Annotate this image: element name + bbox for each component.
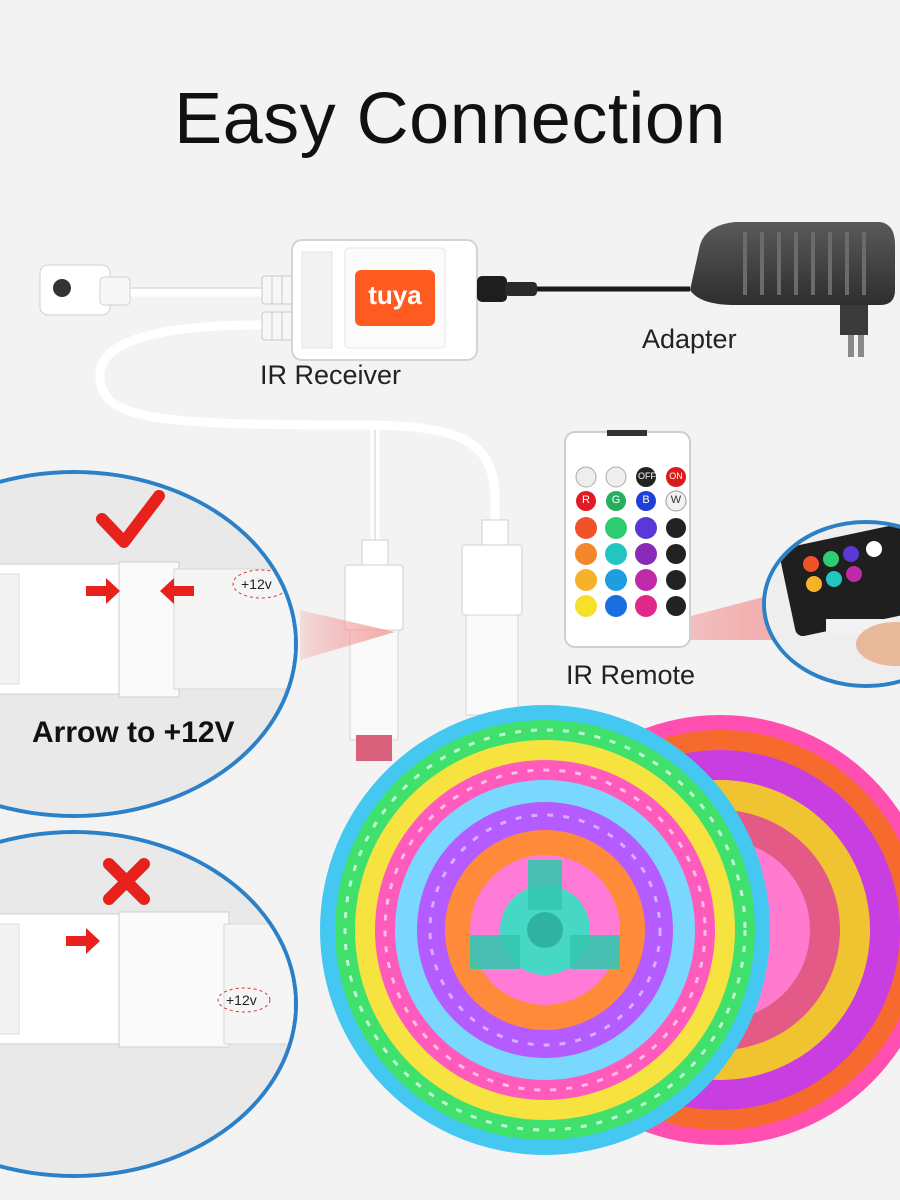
tuya-logo <box>355 270 435 326</box>
plus-12v-label-correct: +12v <box>241 576 272 592</box>
page-title: Easy Connection <box>174 79 726 159</box>
remote-g-label: G <box>611 494 621 506</box>
remote-b-label: B <box>642 494 650 506</box>
brand-label: tuya <box>368 280 422 310</box>
remote-in-hand-drawing <box>766 524 900 684</box>
remote-in-hand-zoom <box>762 520 900 688</box>
x-mark-icon <box>103 858 150 905</box>
remote-r-label: R <box>582 494 590 506</box>
correct-connection-drawing <box>0 474 294 814</box>
led-reel-front <box>320 705 770 1155</box>
power-adapter <box>690 222 895 357</box>
dc-jack <box>39 264 131 316</box>
remote-on-label: ON <box>669 471 683 481</box>
adapter-cable <box>477 276 690 302</box>
plus-12v-label-wrong: +12v <box>226 992 257 1008</box>
right-arrow-icon <box>66 928 100 954</box>
arrow-caption: Arrow to +12V <box>32 716 235 749</box>
check-mark-icon <box>96 490 165 548</box>
wrong-connection-zoom: +12v <box>0 830 298 1178</box>
left-arrow-icon <box>160 578 194 604</box>
ir-receiver-label: IR Receiver <box>260 360 402 390</box>
zoom-beam-left <box>300 610 395 660</box>
ir-remote <box>564 430 691 648</box>
wrong-connection-drawing <box>0 834 294 1174</box>
adapter-label: Adapter <box>642 324 737 354</box>
ir-remote-label: IR Remote <box>566 660 696 690</box>
right-arrow-icon <box>86 578 120 604</box>
remote-w-label: W <box>670 494 682 506</box>
remote-off-label: OFF <box>638 471 656 481</box>
correct-connection-zoom: +12v Arrow to +12V <box>0 470 298 818</box>
strip-connectors <box>344 519 523 761</box>
